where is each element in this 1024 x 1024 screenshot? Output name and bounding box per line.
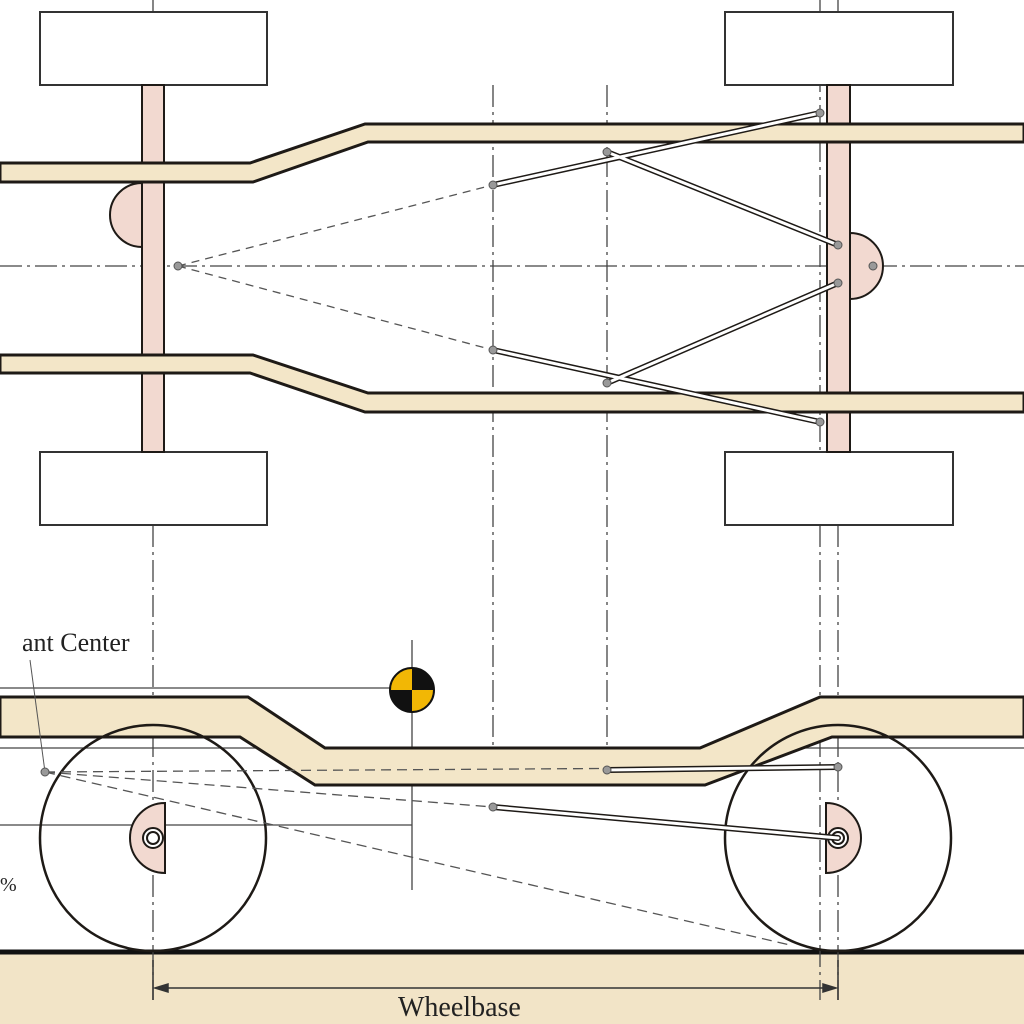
wheelbase-dimension	[152, 960, 839, 1000]
frame-side	[0, 695, 1024, 787]
control-links-side	[40, 762, 843, 841]
frame-rails-top	[0, 122, 1024, 414]
hubs-side	[129, 801, 862, 875]
leader-line	[29, 659, 46, 773]
percent-label: %	[0, 874, 17, 896]
wheels-side	[38, 723, 953, 953]
control-links-top	[173, 108, 878, 427]
top-view-tires	[39, 11, 954, 526]
center-of-gravity-icon	[389, 667, 435, 713]
instant-center-lines-top	[177, 184, 494, 351]
wheelbase-label: Wheelbase	[398, 992, 521, 1023]
instant-center-label: ant Center	[22, 628, 130, 657]
